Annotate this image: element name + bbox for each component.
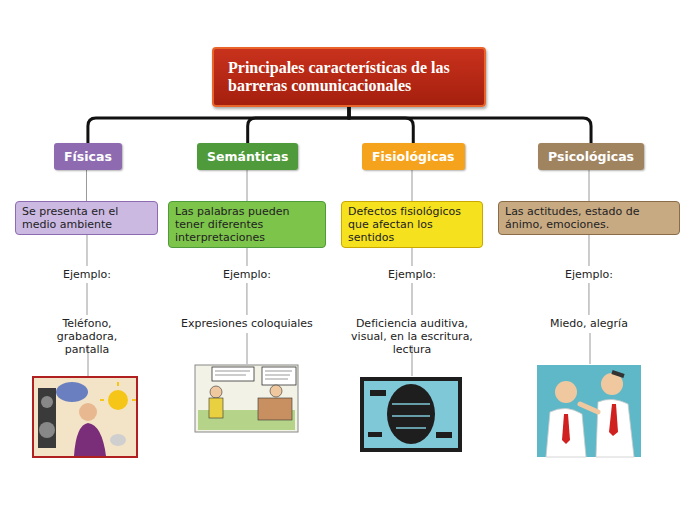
connector — [588, 283, 589, 315]
node-text: Se presenta en el medio ambiente — [22, 205, 151, 231]
node-text: Ejemplo: — [388, 268, 436, 281]
node-text: Semánticas — [207, 149, 288, 164]
connector — [349, 107, 591, 143]
cartoon-picture — [195, 365, 298, 432]
connector — [246, 283, 247, 315]
category-box: Físicas — [54, 143, 122, 170]
node-text: Deficiencia auditiva, visual, en la escr… — [341, 317, 483, 356]
connector — [86, 170, 87, 201]
connector — [589, 170, 590, 201]
node-text: Las palabras pueden tener diferentes int… — [175, 205, 319, 244]
connector — [246, 248, 247, 266]
woodcut-picture — [360, 377, 462, 452]
node-text: Ejemplo: — [223, 268, 271, 281]
connector — [411, 248, 412, 266]
node-text: Psicológicas — [548, 149, 634, 164]
node-text: Ejemplo: — [565, 268, 613, 281]
connector — [248, 107, 349, 143]
connector — [349, 107, 413, 143]
node-text: Miedo, alegría — [550, 317, 628, 330]
example-text: Deficiencia auditiva, visual, en la escr… — [339, 315, 485, 358]
leader-lines — [88, 333, 590, 376]
node-text: Teléfono, grabadora, pantalla — [33, 317, 141, 356]
argument-picture — [537, 365, 641, 457]
description-box: Defectos fisiológicos que afectan los se… — [341, 201, 483, 248]
node-text: Las actitudes, estado de ánimo, emocione… — [505, 205, 673, 231]
example-label: Ejemplo: — [221, 266, 273, 283]
example-label: Ejemplo: — [61, 266, 113, 283]
connector — [247, 170, 248, 201]
connector — [412, 170, 413, 201]
node-text: Principales características de las barre… — [228, 59, 470, 95]
category-box: Fisiológicas — [362, 143, 465, 170]
description-box: Las palabras pueden tener diferentes int… — [168, 201, 326, 248]
example-text: Miedo, alegría — [548, 315, 630, 332]
node-text: Físicas — [64, 149, 112, 164]
node-text: Expresiones coloquiales — [181, 317, 313, 330]
noise-picture — [33, 377, 137, 457]
connector — [86, 235, 87, 266]
node-text: Fisiológicas — [372, 149, 455, 164]
connector — [88, 107, 349, 143]
title-box: Principales características de las barre… — [212, 47, 486, 107]
example-label: Ejemplo: — [563, 266, 615, 283]
node-text: Defectos fisiológicos que afectan los se… — [348, 205, 476, 244]
example-label: Ejemplo: — [386, 266, 438, 283]
node-text: Ejemplo: — [63, 268, 111, 281]
connector — [412, 283, 413, 315]
category-box: Semánticas — [197, 143, 298, 170]
connector — [87, 283, 88, 315]
example-text: Expresiones coloquiales — [179, 315, 315, 332]
description-box: Las actitudes, estado de ánimo, emocione… — [498, 201, 680, 235]
description-box: Se presenta en el medio ambiente — [15, 201, 158, 235]
category-box: Psicológicas — [538, 143, 644, 170]
connector — [588, 235, 589, 266]
example-text: Teléfono, grabadora, pantalla — [31, 315, 143, 358]
